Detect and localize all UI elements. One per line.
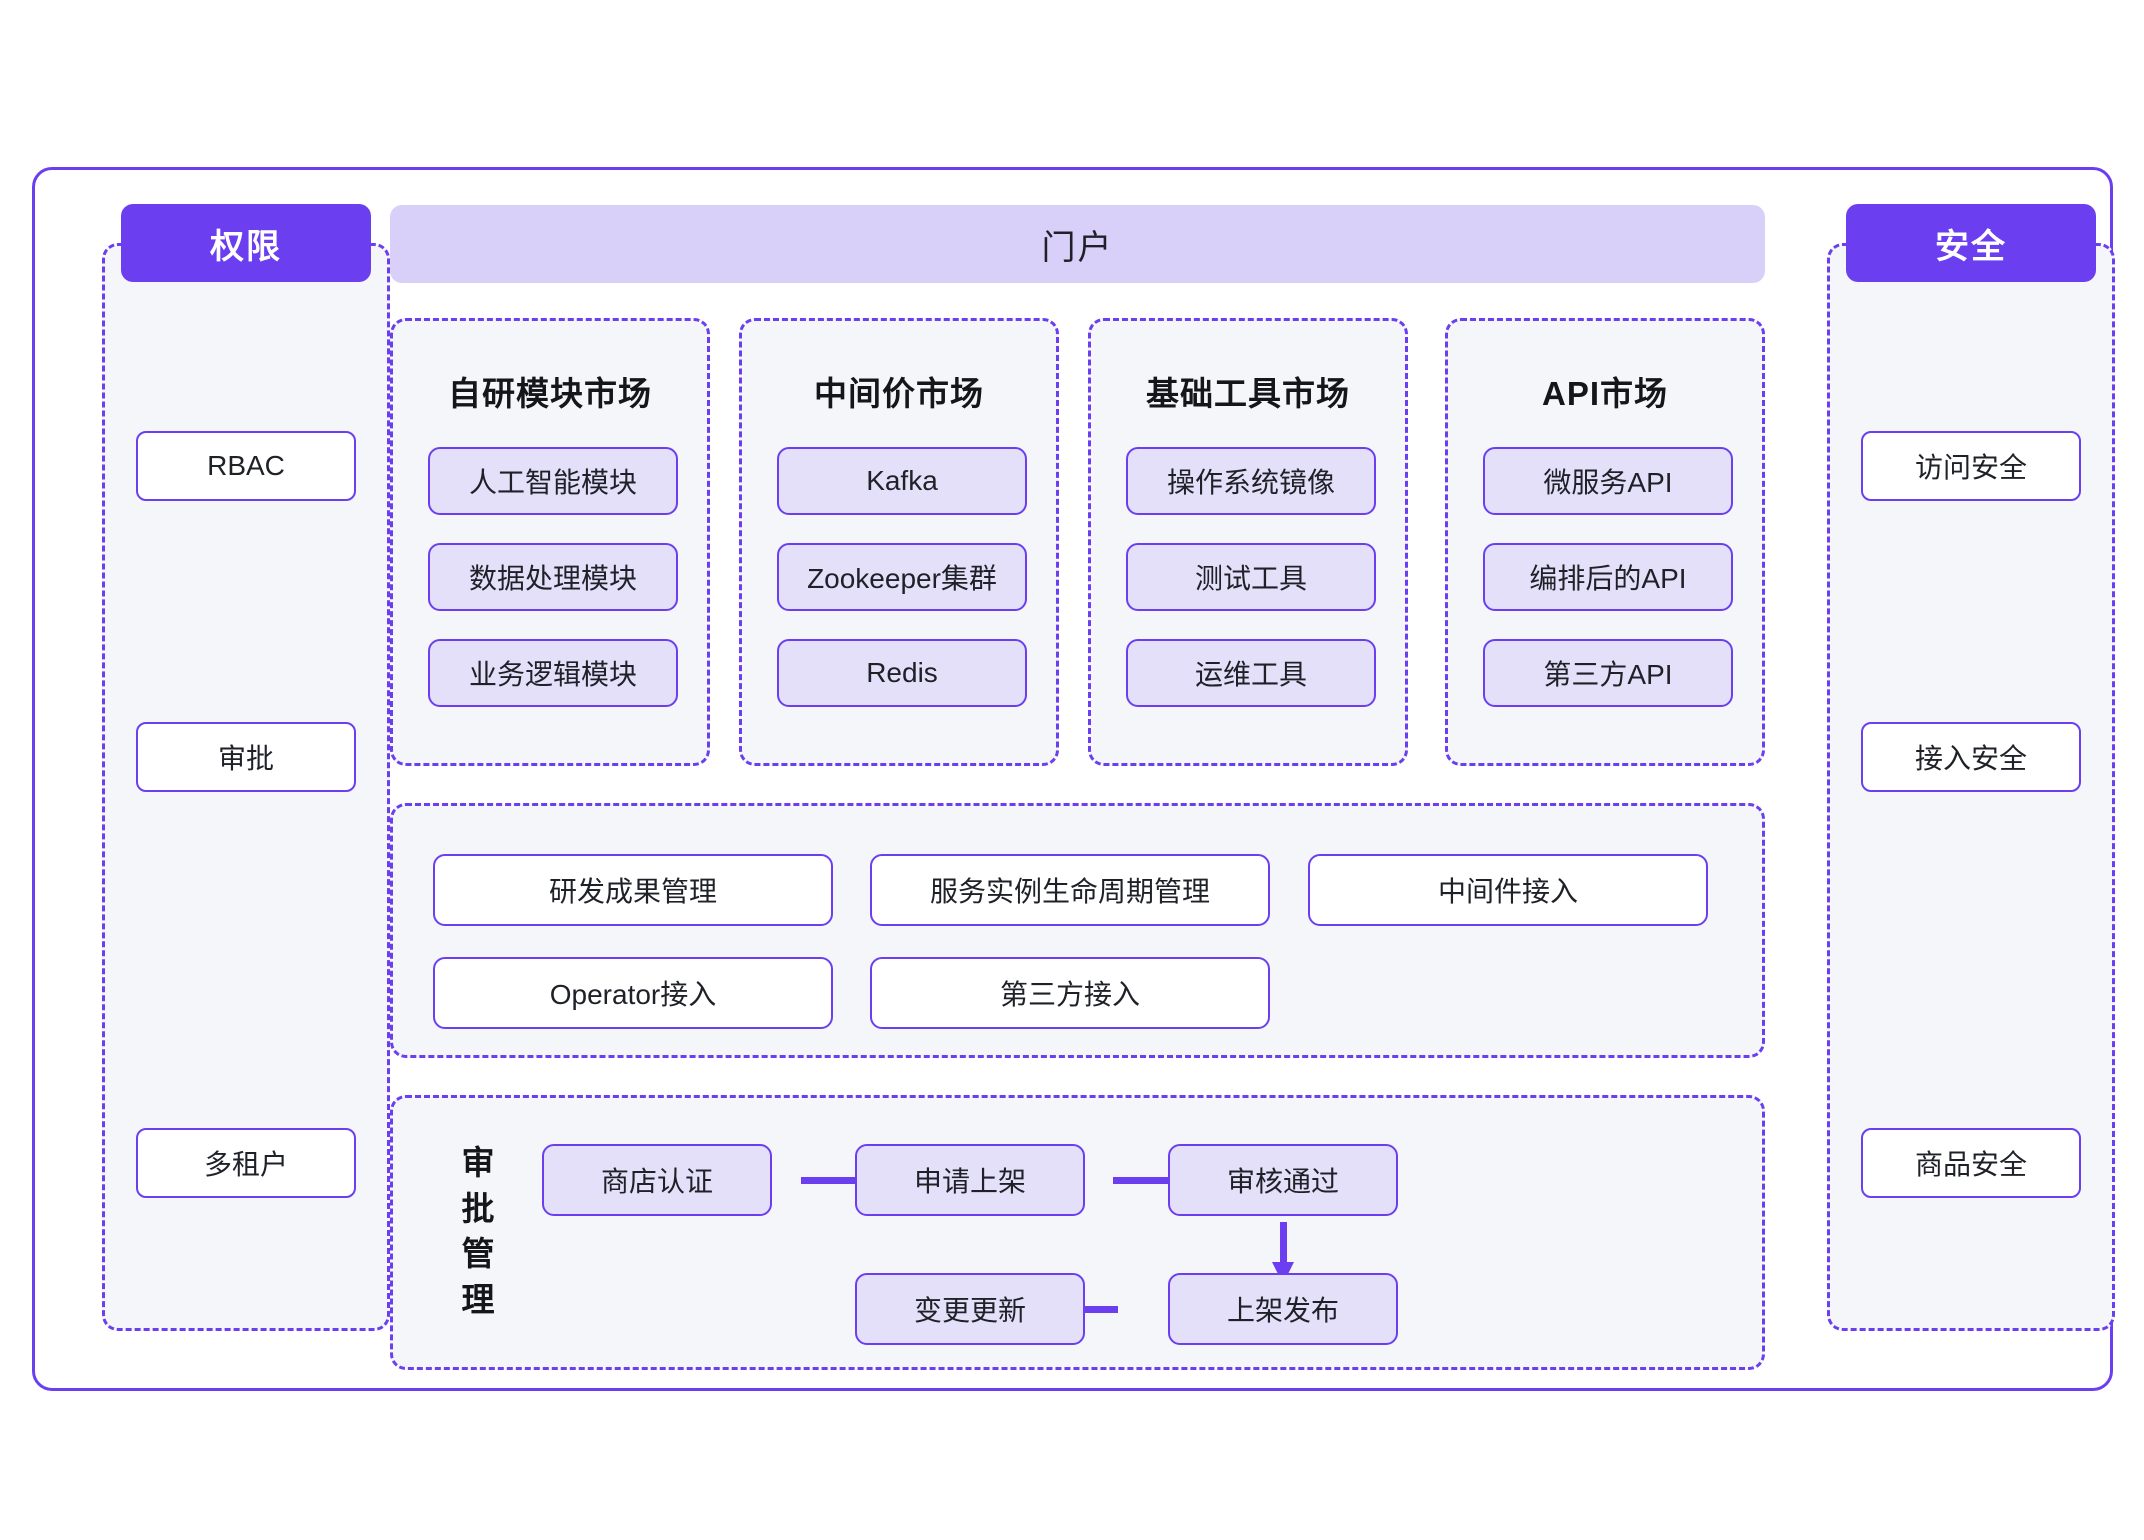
market-item[interactable]: 运维工具 [1126,639,1376,707]
market-title: 自研模块市场 [448,375,652,412]
market-panel-self-developed: 自研模块市场 人工智能模块 数据处理模块 业务逻辑模块 [390,318,710,766]
market-item[interactable]: 微服务API [1483,447,1733,515]
market-item[interactable]: 人工智能模块 [428,447,678,515]
permission-item-multitenant[interactable]: 多租户 [136,1128,356,1198]
service-item-rd-results[interactable]: 研发成果管理 [433,854,833,926]
market-title: 基础工具市场 [1146,375,1350,412]
market-item[interactable]: 测试工具 [1126,543,1376,611]
market-title: 中间价市场 [814,375,984,412]
flow-step-review-passed[interactable]: 审核通过 [1168,1144,1398,1216]
market-item[interactable]: Redis [777,639,1027,707]
market-item[interactable]: 业务逻辑模块 [428,639,678,707]
permission-item-rbac[interactable]: RBAC [136,431,356,501]
security-item-access[interactable]: 访问安全 [1861,431,2081,501]
approval-management-label: 审批管理 [461,1144,495,1318]
service-item-service-lifecycle[interactable]: 服务实例生命周期管理 [870,854,1270,926]
security-column-header: 安全 [1846,204,2096,282]
portal-header: 门户 [390,205,1765,283]
market-panel-base-tools: 基础工具市场 操作系统镜像 测试工具 运维工具 [1088,318,1408,766]
permission-item-approval[interactable]: 审批 [136,722,356,792]
security-item-product[interactable]: 商品安全 [1861,1128,2081,1198]
flow-step-change-update[interactable]: 变更更新 [855,1273,1085,1345]
market-item[interactable]: 第三方API [1483,639,1733,707]
market-panel-middleware: 中间价市场 Kafka Zookeeper集群 Redis [739,318,1059,766]
market-panel-api: API市场 微服务API 编排后的API 第三方API [1445,318,1765,766]
market-item[interactable]: Zookeeper集群 [777,543,1027,611]
market-item[interactable]: 操作系统镜像 [1126,447,1376,515]
market-item[interactable]: 数据处理模块 [428,543,678,611]
flow-step-store-certification[interactable]: 商店认证 [542,1144,772,1216]
market-title: API市场 [1541,375,1668,412]
flow-step-publish[interactable]: 上架发布 [1168,1273,1398,1345]
approval-management-panel: 审批管理 商店认证 申请上架 审核通过 上架发布 变更更新 [390,1095,1765,1370]
services-panel: 研发成果管理 服务实例生命周期管理 中间件接入 Operator接入 第三方接入 [390,803,1765,1058]
service-item-middleware-access[interactable]: 中间件接入 [1308,854,1708,926]
permission-column-header: 权限 [121,204,371,282]
security-item-connection[interactable]: 接入安全 [1861,722,2081,792]
market-item[interactable]: 编排后的API [1483,543,1733,611]
flow-step-apply-listing[interactable]: 申请上架 [855,1144,1085,1216]
service-item-operator-access[interactable]: Operator接入 [433,957,833,1029]
architecture-diagram-frame: 权限 RBAC 审批 多租户 安全 访问安全 接入安全 商品安全 门户 自研模块… [32,167,2115,1391]
service-item-thirdparty-access[interactable]: 第三方接入 [870,957,1270,1029]
market-item[interactable]: Kafka [777,447,1027,515]
